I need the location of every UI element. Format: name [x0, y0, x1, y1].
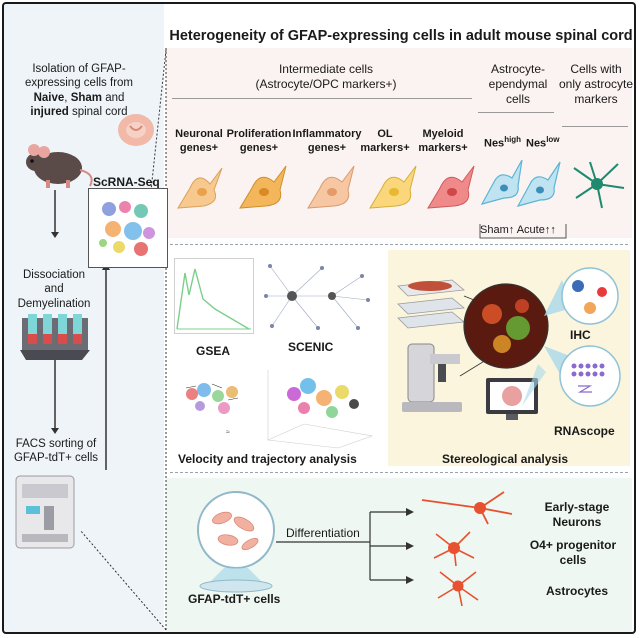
isolation-text: Isolation of GFAP-expressing cells from … [24, 63, 133, 119]
trajectory-plot-thumbnail [264, 364, 376, 450]
differentiated-cell-glyphs [421, 491, 513, 607]
tube-rack-icon [20, 314, 90, 360]
myeloid-cell-glyph [427, 165, 475, 209]
astrocyte-glyph [573, 161, 625, 209]
dish-label: GFAP-tdT+ cells [188, 592, 281, 606]
figure-title: Heterogeneity of GFAP-expressing cells i… [169, 28, 633, 44]
only-astro-heading: Cells with only astrocyte markers [558, 62, 634, 106]
stereology-illustration [397, 267, 621, 420]
dissociation-text: Dissociation and Demyelination [17, 269, 91, 310]
proliferation-cell-glyph [239, 165, 287, 209]
facs-text: FACS sorting of GFAP-tdT+ cells [13, 438, 99, 465]
astro-ependymal-rule [478, 112, 554, 113]
scrna-seq-label: ScRNA-Seq [93, 175, 160, 189]
inflammatory-cell-glyph [307, 165, 355, 209]
velocity-label: Velocity and trajectory analysis [178, 452, 357, 466]
scenic-network-thumbnail [262, 256, 374, 338]
intermediate-rule [172, 98, 472, 99]
ihc-label: IHC [570, 328, 591, 342]
gsea-label: GSEA [196, 344, 231, 358]
svg-text:≈: ≈ [226, 429, 230, 436]
gsea-plot-thumbnail [174, 258, 254, 334]
rnascope-label: RNAscope [554, 424, 615, 438]
intermediate-cells-heading: Intermediate cells (Astrocyte/OPC marker… [255, 62, 397, 91]
divider-top [170, 244, 628, 245]
velocity-plot-thumbnail: ≈ [172, 368, 258, 442]
scenic-label: SCENIC [288, 340, 334, 354]
spinal-cord-icon [118, 114, 154, 146]
intermediate-cell-glyphs [177, 165, 475, 209]
outcome-astrocytes: Astrocytes [545, 584, 609, 598]
astro-ependymal-heading: Astrocyte- ependymal cells [488, 62, 548, 106]
sham-acute-bracket [479, 224, 567, 239]
facs-machine-icon [15, 475, 75, 549]
nes-high-label: Neshigh [484, 135, 522, 150]
petri-dish-illustration [197, 491, 275, 593]
nes-low-label: Neslow [526, 135, 560, 150]
only-astro-rule [562, 126, 628, 127]
differentiation-arrows [276, 508, 414, 584]
divider-bottom [170, 472, 628, 473]
stereology-label: Stereological analysis [442, 452, 569, 466]
neuronal-cell-glyph [177, 167, 223, 209]
ependymal-cell-glyphs [480, 159, 561, 207]
sham-acute-scale: Sham↑ Acute↑↑ [480, 224, 556, 236]
tsne-plot-thumbnail [88, 188, 168, 268]
differentiation-label: Differentiation [286, 526, 360, 540]
ol-cell-glyph [369, 165, 417, 209]
mouse-icon [26, 144, 93, 188]
